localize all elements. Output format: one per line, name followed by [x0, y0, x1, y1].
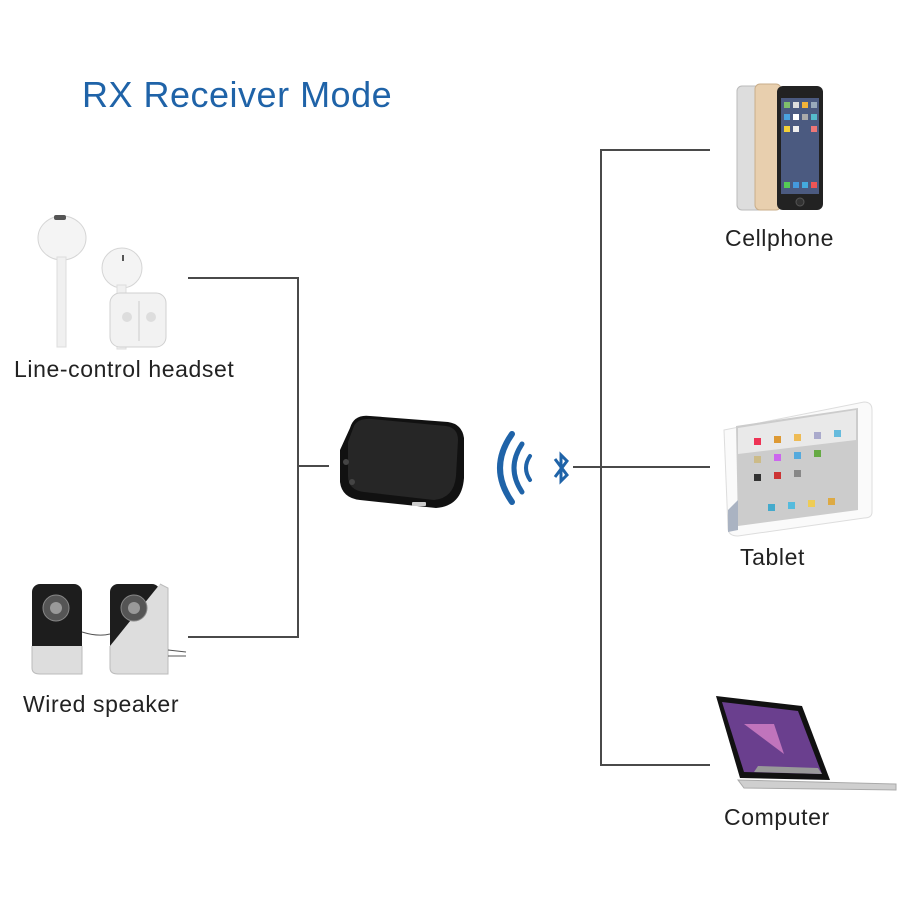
connector-right-vertical [600, 149, 602, 766]
connector-speaker-h [188, 636, 299, 638]
connector-headset-h [188, 277, 299, 279]
tablet-icon [723, 401, 873, 537]
connector-tablet-h [600, 466, 710, 468]
smartphone-icon [736, 83, 823, 211]
speaker-label: Wired speaker [23, 691, 180, 717]
laptop-icon [716, 696, 897, 791]
connector-receiver-h [297, 465, 329, 467]
tablet-label: Tablet [740, 544, 805, 570]
computer-label: Computer [724, 804, 830, 830]
diagram-title: RX Receiver Mode [82, 74, 393, 115]
connector-bluetooth-h [573, 466, 602, 468]
earphones-icon [37, 215, 167, 350]
cellphone-label: Cellphone [725, 225, 834, 251]
speakers-icon [31, 583, 187, 675]
bluetooth-icon [553, 451, 569, 485]
connector-left-vertical [297, 277, 299, 638]
connector-cellphone-h [600, 149, 710, 151]
connector-computer-h [600, 764, 710, 766]
headset-label: Line-control headset [14, 356, 235, 382]
wireless-signal-icon [497, 431, 532, 505]
bluetooth-receiver [340, 415, 464, 508]
